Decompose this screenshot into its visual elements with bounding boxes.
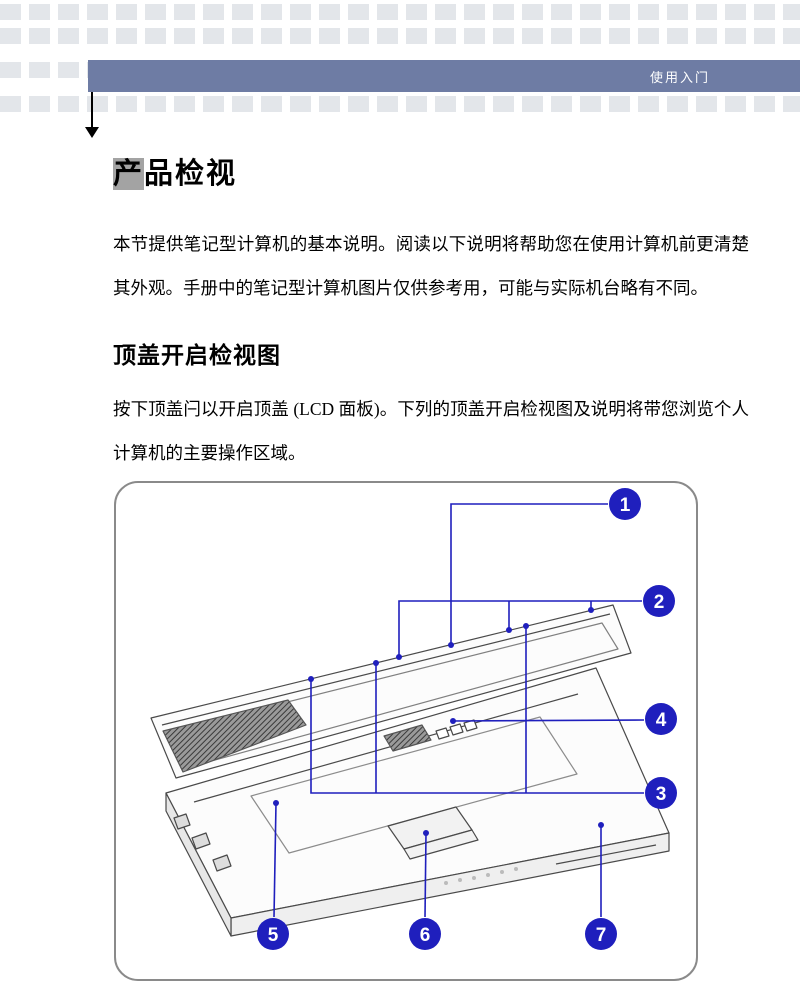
touchpad-buttons [403, 829, 479, 860]
section-paragraph: 按下顶盖闩以开启顶盖 (LCD 面板)。下列的顶盖开启检视图及说明将带您浏览个人… [113, 399, 749, 463]
callout-lines [273, 503, 645, 918]
chapter-banner: 使用入门 [88, 60, 800, 92]
laptop-figure-svg: 1 2 4 3 5 6 7 [150, 488, 677, 950]
manual-page: { "header": { "banner_label": "使用入门" }, … [0, 4, 800, 981]
chapter-banner-label: 使用入门 [649, 69, 710, 85]
callout-1: 1 [609, 488, 641, 520]
banner-pointer-line [91, 92, 93, 128]
side-ports [173, 813, 232, 872]
header-squares-row [0, 28, 800, 44]
callout-7: 7 [585, 918, 617, 950]
svg-text:5: 5 [268, 925, 279, 946]
callout-anchor-dots [273, 607, 604, 836]
svg-text:3: 3 [656, 784, 667, 805]
header-squares-row [0, 96, 800, 112]
banner-pointer-arrow-icon [85, 127, 99, 138]
header-squares-row [0, 4, 800, 20]
keyboard-area [250, 716, 578, 854]
svg-text:4: 4 [656, 710, 667, 731]
svg-text:7: 7 [596, 925, 607, 946]
top-open-view-figure: 1 2 4 3 5 6 7 [114, 481, 698, 981]
callout-badges: 1 2 4 3 5 6 7 [257, 488, 677, 950]
laptop-lid [150, 604, 632, 779]
page-title: 产品检视 [113, 150, 237, 192]
page-title-rest: 品检视 [144, 158, 238, 190]
page-title-highlight: 产 [113, 158, 145, 190]
laptop-drawing [150, 604, 670, 937]
base-left-face [165, 792, 232, 937]
speaker-grille [383, 724, 432, 752]
intro-paragraph: 本节提供笔记型计算机的基本说明。阅读以下说明将帮助您在使用计算机前更清楚其外观。… [113, 234, 749, 298]
status-indicators [444, 867, 518, 885]
callout-4: 4 [645, 703, 677, 735]
callout-3: 3 [645, 777, 677, 809]
optical-drive-slot [555, 844, 657, 865]
callout-2: 2 [643, 585, 675, 617]
callout-6: 6 [409, 918, 441, 950]
section-heading: 顶盖开启检视图 [113, 343, 281, 368]
lid-vent-grille [162, 699, 307, 773]
svg-text:6: 6 [420, 925, 431, 946]
callout-5: 5 [257, 918, 289, 950]
svg-text:1: 1 [620, 495, 631, 516]
svg-text:2: 2 [654, 592, 665, 613]
